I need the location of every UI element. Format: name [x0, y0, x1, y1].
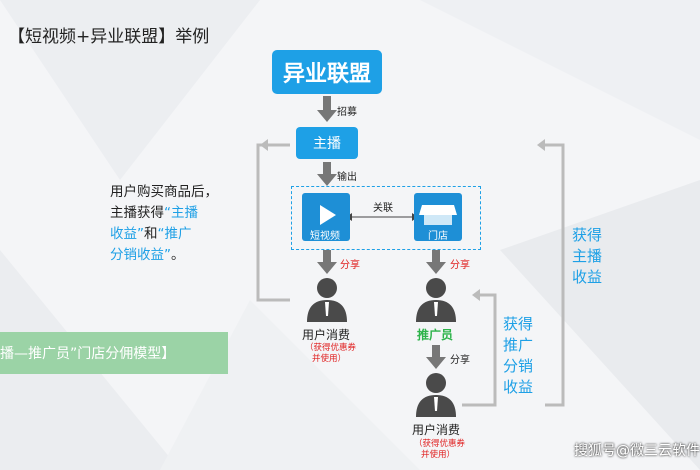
user-bottom-note2: 并使用）	[421, 450, 456, 460]
arrow-share-left	[323, 250, 331, 262]
left-text-line3: 收益”和“推广	[110, 226, 192, 242]
promoter-label: 推广员	[417, 328, 454, 342]
label-recruit: 招募	[337, 107, 357, 118]
short-video-label: 短视频	[310, 231, 340, 242]
arrow-share-right	[432, 250, 440, 262]
model-banner: 播—推广员”门店分佣模型】	[0, 332, 228, 374]
loop-right-outer	[545, 143, 565, 407]
store-label: 门店	[428, 231, 448, 242]
user-left-note2: 并使用）	[312, 354, 347, 364]
user-icon-promoter	[416, 278, 456, 322]
play-icon	[320, 205, 336, 225]
right-text-top: 获得 主播 收益	[572, 226, 603, 286]
user-icon-bottom	[416, 373, 456, 417]
short-video-node: 短视频	[302, 193, 350, 242]
left-text-line1: 用户购买商品后，	[110, 184, 218, 200]
model-banner-text: 播—推广员”门店分佣模型】	[0, 346, 176, 362]
alliance-node: 异业联盟	[272, 50, 382, 94]
arrow-output	[323, 162, 331, 174]
label-link: 关联	[373, 203, 393, 214]
label-share-right: 分享	[450, 260, 470, 271]
user-bottom-label: 用户消费	[412, 423, 461, 437]
loop-right-inner	[462, 293, 497, 407]
label-share-bottom: 分享	[450, 355, 470, 366]
left-text-line4: 分销收益”。	[110, 247, 185, 263]
label-share-left: 分享	[340, 260, 360, 271]
user-left-label: 用户消费	[302, 328, 351, 342]
store-icon	[419, 205, 457, 225]
left-text-line2: 主播获得“主播	[110, 205, 198, 221]
channel-box	[291, 186, 481, 250]
right-text-mid: 获得 推广 分销 收益	[503, 315, 534, 396]
left-explanation: 用户购买商品后， 主播获得“主播 收益”和“推广 分销收益”。	[110, 182, 260, 266]
store-node: 门店	[414, 193, 462, 242]
watermark: 搜狐号@微三云软件	[574, 443, 700, 459]
label-output: 输出	[337, 172, 357, 183]
user-icon-left	[307, 278, 347, 322]
loop-left	[256, 143, 290, 302]
user-bottom-note1: （获得优惠券	[414, 439, 466, 449]
user-left-note1: （获得优惠券	[305, 343, 357, 353]
streamer-node: 主播	[296, 127, 358, 159]
arrow-share-bottom	[432, 345, 440, 357]
page-title: 【短视频+异业联盟】举例	[8, 27, 210, 47]
arrow-recruit	[323, 96, 331, 110]
